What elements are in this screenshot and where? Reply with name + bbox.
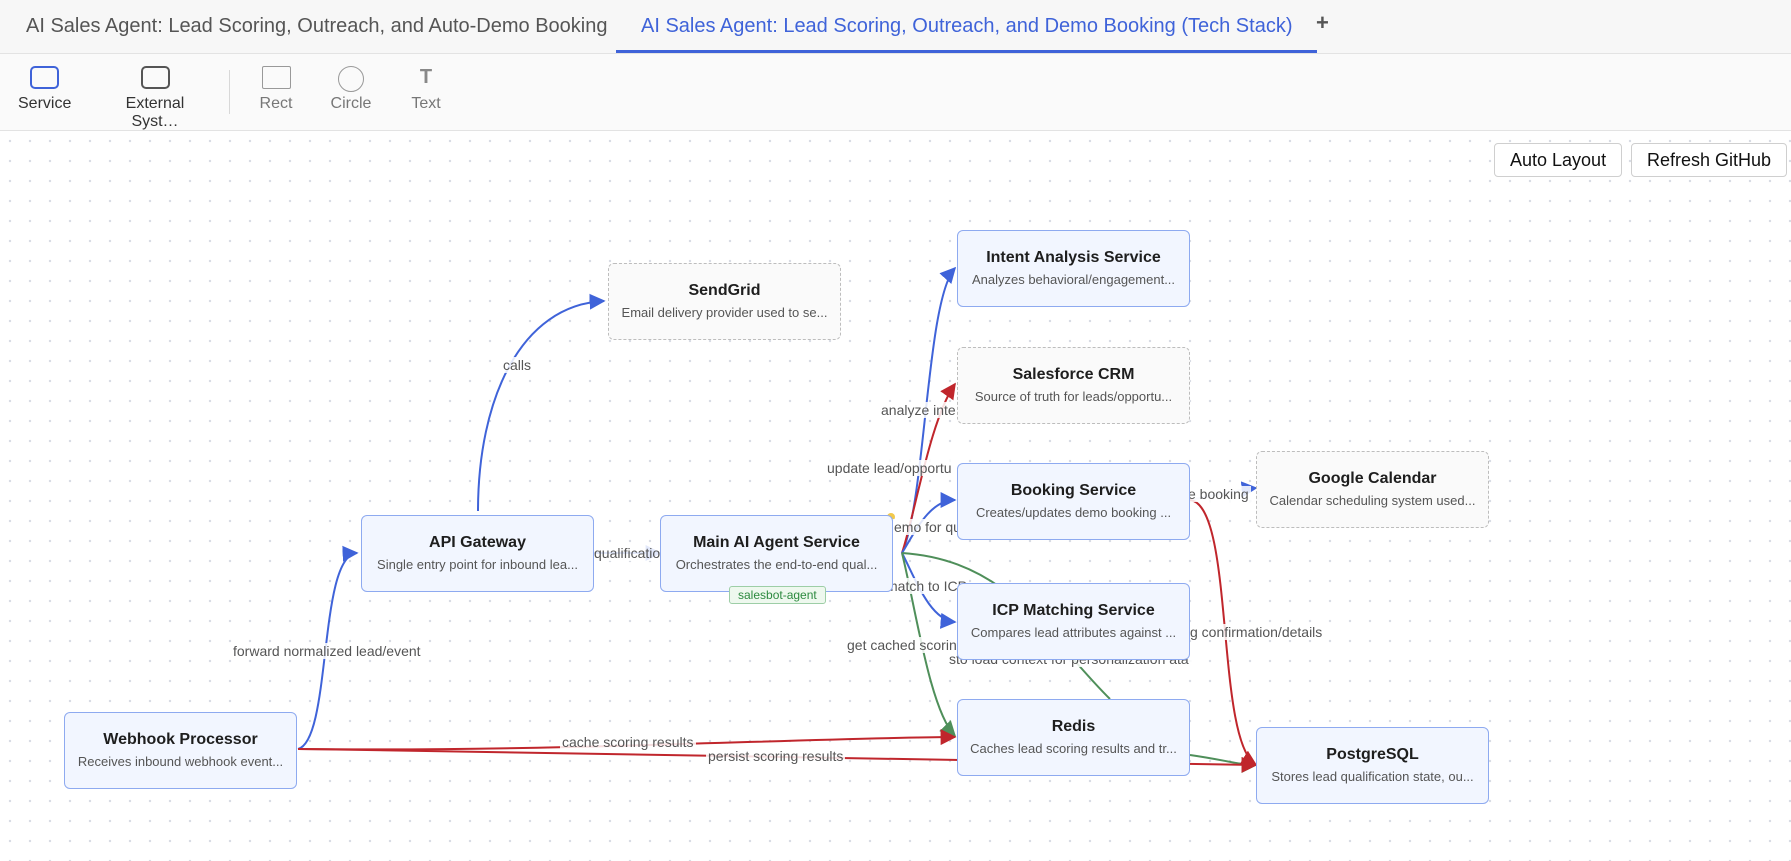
node-description: Caches lead scoring results and tr...: [970, 741, 1177, 756]
service-shape-icon: [29, 66, 59, 89]
node-description: Receives inbound webhook event...: [77, 754, 284, 769]
edge-label-persist-results: persist scoring results: [706, 748, 846, 764]
tab-bar: AI Sales Agent: Lead Scoring, Outreach, …: [0, 0, 1791, 54]
node-description: Single entry point for inbound lea...: [377, 557, 578, 572]
tool-external-system[interactable]: External Syst…: [100, 66, 210, 131]
node-intent-analysis[interactable]: Intent Analysis Service Analyzes behavio…: [957, 230, 1190, 307]
edge-label-qualification: qualification: [592, 545, 670, 561]
node-redis[interactable]: Redis Caches lead scoring results and tr…: [957, 699, 1190, 776]
tab-auto-demo-booking[interactable]: AI Sales Agent: Lead Scoring, Outreach, …: [26, 15, 608, 37]
edge-label-booking: e booking: [1186, 486, 1251, 502]
node-google-calendar[interactable]: Google Calendar Calendar scheduling syst…: [1256, 451, 1489, 528]
edge-label-cache-results: cache scoring results: [560, 734, 696, 750]
external-system-shape-icon: [140, 66, 170, 89]
tool-rect[interactable]: Rect: [258, 66, 294, 113]
auto-layout-button[interactable]: Auto Layout: [1494, 143, 1623, 177]
node-title: ICP Matching Service: [992, 602, 1155, 619]
add-tab-icon[interactable]: +: [1316, 10, 1329, 35]
node-title: PostgreSQL: [1326, 746, 1419, 763]
edge-label-forward: forward normalized lead/event: [231, 643, 423, 659]
tool-circle[interactable]: Circle: [328, 66, 374, 113]
node-description: Compares lead attributes against ...: [970, 625, 1177, 640]
node-description: Calendar scheduling system used...: [1269, 493, 1476, 508]
node-description: Source of truth for leads/opportu...: [974, 389, 1173, 404]
node-sendgrid[interactable]: SendGrid Email delivery provider used to…: [608, 263, 841, 340]
node-description: Email delivery provider used to se...: [621, 305, 828, 320]
edge-label-confirmation: g confirmation/details: [1188, 624, 1325, 640]
node-salesforce-crm[interactable]: Salesforce CRM Source of truth for leads…: [957, 347, 1190, 424]
edge-main-redis: [901, 552, 957, 738]
edge-label-match: match to ICP: [884, 578, 969, 594]
tool-text[interactable]: T Text: [408, 66, 444, 113]
tool-service[interactable]: Service: [18, 66, 72, 113]
toolbar-divider: [229, 70, 230, 114]
node-title: Google Calendar: [1308, 470, 1437, 487]
node-description: Analyzes behavioral/engagement...: [971, 272, 1176, 287]
repo-badge: salesbot-agent: [729, 586, 826, 604]
edge-label-demo: emo for qu: [892, 519, 963, 535]
tool-rect-label: Rect: [259, 95, 293, 112]
node-description: Orchestrates the end-to-end qual...: [675, 557, 878, 572]
edge-label-cached: get cached scoring: [845, 637, 967, 653]
edge-main-icp: [901, 552, 957, 629]
shape-toolbar: Service External Syst… Rect Circle T Tex…: [0, 54, 1791, 131]
node-description: Stores lead qualification state, ou...: [1271, 769, 1474, 784]
node-title: Booking Service: [1010, 482, 1137, 499]
circle-shape-icon: [338, 66, 364, 92]
edge-label-analyze: analyze inte: [879, 402, 958, 418]
node-title: Salesforce CRM: [1012, 366, 1135, 383]
diagram-canvas[interactable]: [0, 131, 1791, 861]
node-booking-service[interactable]: Booking Service Creates/updates demo boo…: [957, 463, 1190, 540]
rect-shape-icon: [261, 66, 291, 89]
node-icp-matching[interactable]: ICP Matching Service Compares lead attri…: [957, 583, 1190, 660]
node-title: API Gateway: [429, 534, 526, 551]
tab-tech-stack[interactable]: AI Sales Agent: Lead Scoring, Outreach, …: [616, 0, 1318, 53]
edge-label-calls: calls: [501, 357, 534, 373]
node-title: Redis: [1051, 718, 1096, 735]
node-api-gateway[interactable]: API Gateway Single entry point for inbou…: [361, 515, 594, 592]
edge-label-update: update lead/opportu: [825, 460, 954, 476]
tool-text-label: Text: [411, 95, 441, 112]
node-postgresql[interactable]: PostgreSQL Stores lead qualification sta…: [1256, 727, 1489, 804]
node-title: Main AI Agent Service: [693, 534, 860, 551]
tool-circle-label: Circle: [330, 95, 372, 112]
edge-gateway-sendgrid: [477, 293, 606, 512]
tool-service-label: Service: [18, 95, 72, 112]
node-main-ai-agent[interactable]: Main AI Agent Service Orchestrates the e…: [660, 515, 893, 592]
edge-main-booking: [901, 492, 957, 554]
node-description: Creates/updates demo booking ...: [975, 505, 1172, 520]
refresh-github-button[interactable]: Refresh GitHub: [1631, 143, 1788, 177]
node-webhook-processor[interactable]: Webhook Processor Receives inbound webho…: [64, 712, 297, 789]
node-title: Intent Analysis Service: [986, 249, 1161, 266]
tool-external-system-label: External Syst…: [125, 95, 185, 130]
node-title: SendGrid: [688, 282, 761, 299]
node-title: Webhook Processor: [103, 731, 258, 748]
text-tool-icon: T: [419, 66, 433, 88]
